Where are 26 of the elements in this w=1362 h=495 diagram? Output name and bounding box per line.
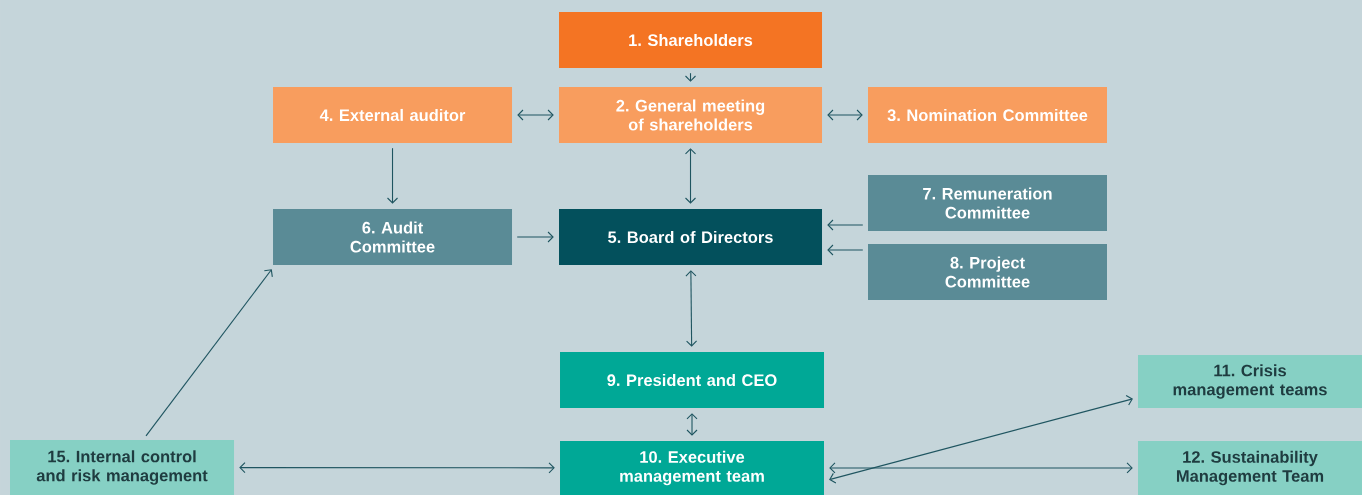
org-box: 9. President and CEO	[560, 352, 824, 408]
arrow	[685, 270, 698, 347]
arrow	[517, 109, 554, 121]
arrow	[827, 244, 864, 256]
org-box: 6. Audit Committee	[273, 209, 512, 265]
arrow	[827, 219, 864, 231]
org-box: 8. Project Committee	[868, 244, 1107, 300]
org-box: 12. Sustainability Management Team	[1138, 441, 1362, 495]
org-box: 10. Executive management team	[560, 441, 824, 495]
arrow	[386, 147, 399, 204]
arrow	[239, 462, 555, 474]
arrow	[684, 148, 697, 204]
org-box: 3. Nomination Committee	[868, 87, 1107, 143]
arrow	[686, 413, 698, 436]
org-box: 4. External auditor	[273, 87, 512, 143]
org-box: 5. Board of Directors	[559, 209, 822, 265]
org-box: 1. Shareholders	[559, 12, 822, 68]
org-box: 7. Remuneration Committee	[868, 175, 1107, 231]
arrow	[145, 269, 273, 437]
arrow	[829, 462, 1133, 474]
arrow	[827, 109, 863, 121]
arrow	[516, 231, 554, 243]
arrow	[829, 394, 1133, 484]
org-box: 11. Crisis management teams	[1138, 355, 1362, 408]
org-box: 15. Internal control and risk management	[10, 440, 234, 495]
org-box: 2. General meeting of shareholders	[559, 87, 822, 143]
